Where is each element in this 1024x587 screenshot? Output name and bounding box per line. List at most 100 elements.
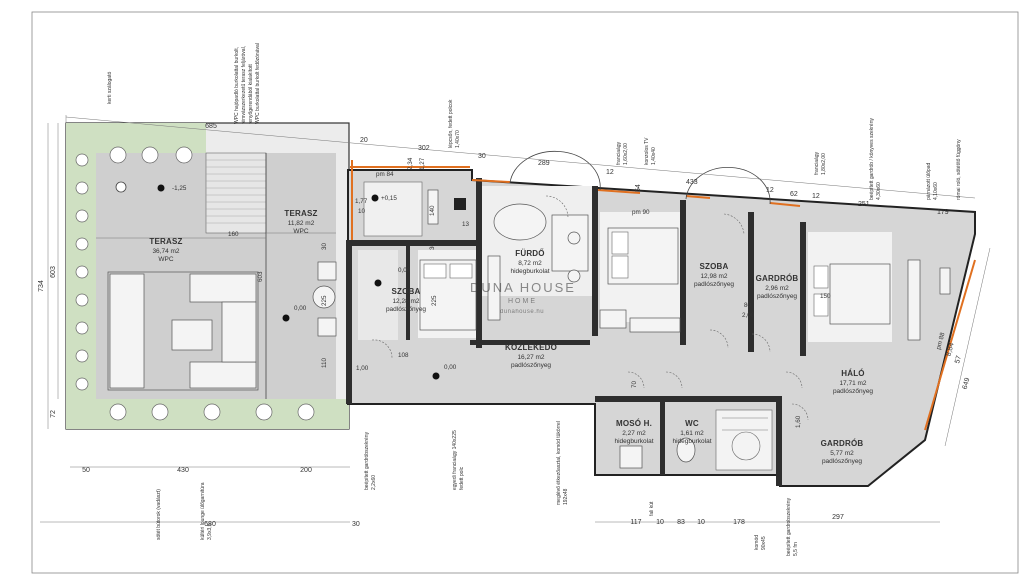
note-egyedi-franciaagy-2: fedett polc (459, 466, 465, 490)
watermark: DUNA HOUSE HOME dunahouse.hu (470, 280, 576, 315)
dim-top-54: 54 (635, 184, 642, 192)
dim-in-225: 225 (321, 295, 328, 306)
note-gardrob-konyves: beépített gardrób / könyves szekrény (869, 118, 875, 200)
room-gardrob-top-name: GARDRÓB (756, 274, 799, 283)
dim-in-110: 110 (321, 357, 328, 368)
level-terrace-floor: 0,00 (294, 305, 307, 312)
dim-in-10: 10 (358, 208, 366, 215)
dim-in-108: 108 (398, 352, 409, 359)
room-halo-name: HÁLÓ (841, 369, 864, 378)
watermark-line3: dunahouse.hu (500, 309, 544, 315)
dim-left-603: 603 (50, 266, 57, 278)
room-szoba-left-floor: padlószőnyeg (386, 306, 426, 313)
note-komod: komód (754, 535, 760, 550)
dim-b2-30: 30 (352, 521, 360, 528)
dim-top-62: 62 (790, 191, 798, 198)
room-szoba-left-name: SZOBA (392, 287, 421, 296)
note-ulopad: párnázott ülőpad (926, 163, 932, 200)
note-ulopad-dim: 4,10x60 (933, 182, 939, 200)
room-wc-area: 1,61 m2 (680, 430, 704, 437)
note-beepitett-gardrob: beépített gardróbszekrény (364, 431, 370, 490)
dim-b3-297: 297 (832, 514, 844, 521)
dim-top-433: 433 (686, 179, 698, 186)
room-terasz-big-floor: WPC (158, 256, 173, 263)
room-szoba-mid-floor: padlószőnyeg (694, 281, 734, 288)
dim-b1-50: 50 (82, 467, 90, 474)
dim-b3-178: 178 (733, 519, 745, 526)
room-terasz-small-name: TERASZ (284, 209, 317, 218)
dim-in-80: 80 (744, 302, 752, 309)
note-gardrob-konyves-dim: 4,30x60 (876, 182, 882, 200)
dim-top-251: 251 (858, 201, 870, 208)
note-kulteri-lounge: kültéri lounge ülőgarnitúra (200, 482, 206, 540)
room-labels: TERASZ 36,74 m2 WPC TERASZ 11,82 m2 WPC … (149, 209, 873, 465)
room-halo-floor: padlószőnyeg (833, 388, 873, 395)
watermark-line1: DUNA HOUSE (470, 280, 576, 295)
room-gardrob-bottom-floor: padlószőnyeg (822, 458, 862, 465)
note-sotet-butorok: sötét bútorok (vadászt) (156, 489, 162, 540)
note-komod-dim: 90x45 (761, 536, 767, 550)
note-beepitett-gardrob-dim: 2,2x60 (371, 475, 377, 490)
doors (371, 195, 809, 421)
dim-left-734: 734 (38, 280, 45, 292)
room-szoba-left-area: 12,28 m2 (392, 298, 419, 305)
room-furdo-name: FÜRDŐ (515, 249, 544, 258)
dim-top-12c: 12 (812, 193, 820, 200)
dim-in-150: 150 (820, 293, 831, 300)
room-gardrob-bottom-area: 5,77 m2 (830, 450, 854, 457)
dim-top-179: 179 (937, 209, 949, 216)
room-halo-area: 17,71 m2 (839, 380, 866, 387)
dim-top-20: 20 (360, 137, 368, 144)
note-fali-kut: fali kút (649, 501, 655, 516)
terrace-area (65, 122, 350, 430)
dim-in-225b: 225 (431, 295, 438, 306)
dim-in-160: 160 (228, 231, 239, 238)
room-gardrob-bottom-name: GARDRÓB (821, 439, 864, 448)
note-wpc-3: fenyőgerendából kialakított (248, 64, 254, 124)
room-kozlekedo-name: KÖZLEKEDŐ (505, 343, 557, 352)
room-moso-floor: hidegburkolat (614, 438, 653, 445)
dim-top-685: 685 (205, 123, 217, 130)
dim-in-140: 140 (429, 205, 436, 216)
dim-top-289: 289 (538, 160, 550, 167)
dim-in-pm90: pm 90 (632, 209, 650, 216)
dim-in-30b: 30 (429, 242, 436, 250)
note-lepcso: lépcsőn, fedett polcok (448, 99, 454, 148)
dim-right-57: 57 (954, 355, 963, 364)
dim-in-13: 13 (462, 221, 470, 228)
room-moso-name: MOSÓ H. (616, 419, 652, 428)
annotations: kerti szálogató WPC hajópadló burkolatta… (107, 43, 962, 556)
room-szoba-mid-name: SZOBA (700, 262, 729, 271)
dim-b3-83: 83 (677, 519, 685, 526)
note-egyedi-franciaagy: egyedi franciaágy 140x225 (452, 430, 458, 490)
room-kozlekedo-floor: padlószőnyeg (511, 362, 551, 369)
dim-right-649: 649 (962, 377, 972, 390)
note-meglevo-komod: meglévő étkezőasztal, komód tükörrel (556, 421, 562, 505)
dim-in-pm84: pm 84 (376, 171, 394, 178)
room-terasz-big-name: TERASZ (149, 237, 182, 246)
dim-b3-10a: 10 (656, 519, 664, 526)
drawing-frame (31, 11, 1019, 574)
note-meglevo-komod-dim: 192x48 (563, 488, 569, 505)
room-szoba-mid-area: 12,98 m2 (700, 273, 727, 280)
level-markers (157, 184, 440, 380)
dim-b2-680: 680 (204, 521, 216, 528)
dim-top-12a: 12 (606, 169, 614, 176)
note-francia-agy2: franciaágy (814, 151, 820, 175)
dim-in-100: 1,00 (356, 365, 369, 372)
dim-top-302: 302 (418, 145, 430, 152)
dim-in-70: 70 (631, 380, 638, 388)
note-gardrob-bottom: beépített gardrobszekrény (786, 497, 792, 556)
room-furdo-area: 8,72 m2 (518, 260, 542, 267)
dim-right-884: 8,84 (945, 342, 955, 357)
note-wpc-1: WPC hajópadló burkolattal burkolt, (234, 47, 240, 124)
dim-in-160b: 1,60 (795, 415, 802, 428)
note-francia-agy-dim: 1,60x2,00 (623, 143, 629, 165)
note-romai-rolo: római roló, sötétítő függöny (956, 139, 962, 200)
note-kerti-szalogato: kerti szálogató (107, 72, 113, 104)
dim-left-72: 72 (50, 410, 57, 418)
watermark-line2: HOME (508, 298, 537, 305)
dim-in-234: 2,34 (407, 157, 414, 170)
level-room-left: 0,00 (398, 267, 411, 274)
